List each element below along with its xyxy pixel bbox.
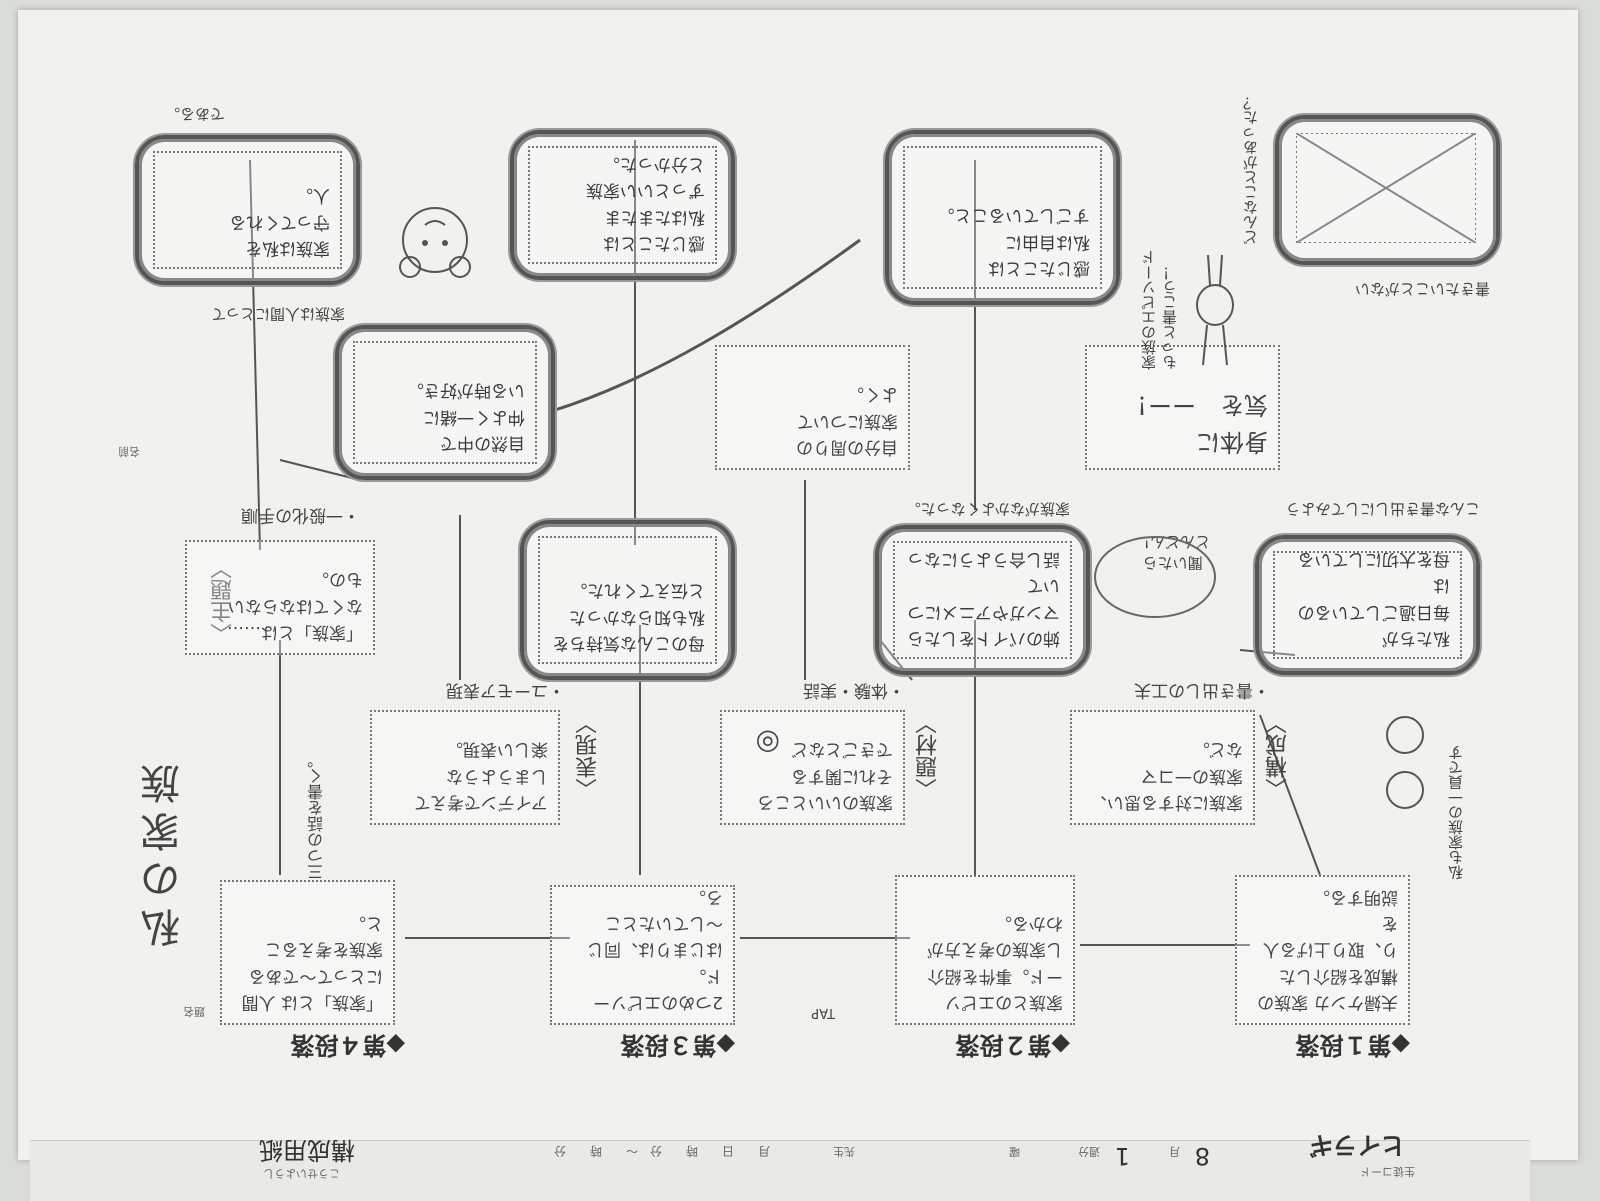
cloud-mother: 母のこんな気持ちを 私も知らなかった と伝えてくれた。 [520, 520, 735, 680]
speech-bubble-listen: 聞いたら どんどん！ [1094, 532, 1216, 618]
paragraph-1-heading: ◆第１段落 [1295, 1031, 1410, 1059]
speech-bubble-more: 家族のエピソード もっと書こう！ [1140, 250, 1179, 370]
cloud-opening-text: 私たちが 毎日過ごしているのは 母を大切にしている ことが分かる。 [1273, 551, 1462, 659]
date-time-line: 月 日 時 分 〜 時 分 [553, 1144, 770, 1158]
name-label: 名前 [118, 445, 140, 458]
month-unit: 月 [1169, 1145, 1180, 1158]
form-title-reading: こうせいようし [263, 1167, 340, 1180]
paragraph-2-box: 家族とのエピソ ード。事件を紹介 し家族の考え方が わかる。 [895, 875, 1075, 1025]
sheet-bottom-edge [30, 1140, 1530, 1201]
cloud-nature: 自然の中で 仲よく一緒に いる時が好き。 [335, 325, 555, 480]
vertical-note-three-stories: 三つの話を書く。 [307, 752, 326, 880]
cloud-protect-text: 家族は私を 守ってくれる 人。 [153, 151, 342, 269]
cloud-free-time: 感じたことは 私は自由に すごしていること。 [885, 130, 1120, 305]
taiken-mark: ◎ [755, 727, 780, 760]
hyougen-note: ・ユーモア表現 [446, 680, 565, 700]
taiken-note: ・体験・実話 [803, 680, 905, 700]
cloud-protect: 家族は私を 守ってくれる 人。 [135, 135, 360, 285]
shudai-note: ・一般化の手順 [241, 505, 360, 525]
hyougen-box: アイデンで考えて しまうような 楽しい表現。 [370, 710, 560, 825]
cloud-opening: 私たちが 毎日過ごしているのは 母を大切にしている ことが分かる。 [1255, 535, 1480, 675]
bear-doodle-icon [399, 207, 471, 278]
form-title: 構成用紙 [259, 1136, 355, 1164]
hyougen-tag: 〈表現〉 [576, 712, 601, 800]
cloud-empty-crossed [1275, 115, 1500, 265]
week-number: 1 [1114, 1142, 1130, 1170]
vertical-note-what-happened: どんなことがあった？ [1242, 95, 1260, 245]
kouzou-box: 家族に対する思い、 家族の一コマ など。 [1070, 710, 1255, 825]
student-name: ヒイラギ [1309, 1131, 1405, 1159]
cloud-manga: 姉のバイトをしたら マンガやアニメについて 話し合うようになった。 [875, 525, 1090, 675]
day-label: 曜 [1009, 1145, 1020, 1158]
paragraph-3-heading: ◆第３段落 [620, 1031, 735, 1059]
top-left-note: である。 [165, 105, 225, 123]
subject-label: 題名 [183, 1005, 205, 1018]
cloud-opening-note: こんな書き出しにしてみよう [1285, 500, 1480, 518]
paragraph-1-box: 夫婦ケンカ 家族の 構成を紹介した り、取り上げる人を 説明する。 [1235, 875, 1410, 1025]
cloud-protect-note: 家族は人間にとって [211, 305, 345, 323]
cloud-manga-text: 姉のバイトをしたら マンガやアニメについて 話し合うようになった。 [893, 541, 1072, 659]
surroundings-box: 自分の周りの 家族について よく。 [715, 345, 910, 470]
cloud-free-time-text: 感じたことは 私は自由に すごしていること。 [903, 146, 1102, 289]
paragraph-3-box: 2つめのエピソード。 はじまりは、同じ 〜していたとこ ろ。 [550, 885, 735, 1025]
vertical-note-member: 私も家族の一員です [1447, 745, 1465, 880]
worksheet-sheet [18, 10, 1578, 1160]
essay-title: 私の家族 [140, 759, 180, 949]
paragraph-4-box: 「家族」とは 人間 にとって〜である 家族を考えること。 [220, 880, 395, 1025]
speech-bubble-shape [1094, 536, 1216, 618]
taiken-box: 家族のいいところ それに関する できごとなど [720, 710, 905, 825]
cloud-mother-text: 母のこんな気持ちを 私も知らなかった と伝えてくれた。 [538, 536, 717, 664]
tap-mark: TAP [811, 1005, 835, 1020]
rabbit-doodle-icon [1196, 254, 1234, 366]
paragraph-2-heading: ◆第２段落 [955, 1031, 1070, 1059]
week-unit: 週分 [1078, 1145, 1100, 1158]
taiken-tag: 〈題材〉 [916, 712, 941, 800]
shudai-box: 「家族」とは…… なくてはならない もの。 [185, 540, 375, 655]
code-label: 生徒コード [1360, 1165, 1415, 1178]
cloud-manga-note: 家族がなかよくなった。 [905, 500, 1070, 518]
kouzou-tag: 〈構成〉 [1266, 712, 1291, 800]
cross-mark-icon [1296, 133, 1476, 243]
kouzou-note: ・書き出しの工夫 [1134, 680, 1270, 700]
teacher-label: 先生 [833, 1145, 855, 1158]
small-faces-doodle-icon [1386, 716, 1424, 809]
paragraph-4-heading: ◆第４段落 [290, 1031, 405, 1059]
x-box-note: 書きたいことがない [1354, 280, 1490, 298]
cloud-good-family-text: 感じたことは 私はたまたま ずっといい家族 と分かった。 [528, 146, 717, 264]
month-number: 8 [1194, 1142, 1210, 1170]
cloud-nature-text: 自然の中で 仲よく一緒に いる時が好き。 [353, 341, 537, 464]
cloud-good-family: 感じたことは 私はたまたま ずっといい家族 と分かった。 [510, 130, 735, 280]
